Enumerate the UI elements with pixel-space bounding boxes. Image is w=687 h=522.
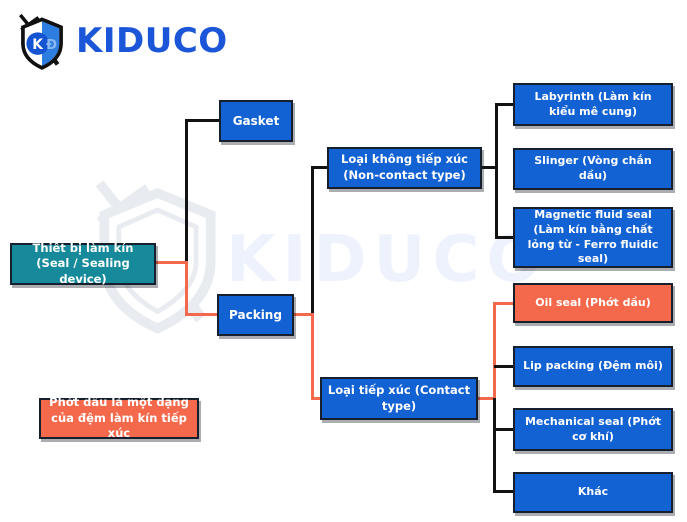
connector-other-stub: [493, 490, 513, 493]
connector-noncontact-trunk: [495, 103, 498, 239]
svg-text:K: K: [32, 37, 44, 53]
node-oil-seal: Oil seal (Phớt dầu): [513, 283, 673, 323]
node-contact-type: Loại tiếp xúc (Contact type): [320, 377, 478, 420]
node-lip-packing: Lip packing (Đệm môi): [513, 346, 673, 387]
node-root: Thiết bị làm kín (Seal / Sealing device): [10, 241, 156, 286]
brand-wordmark: KIDUCO: [76, 21, 228, 61]
connector-labyrinth-stub: [495, 103, 513, 106]
connector-noncontact-out: [482, 166, 498, 169]
connector-packing-trunk: [294, 313, 314, 316]
connector-packing-stub: [185, 313, 217, 316]
connector-contact-trunk-up: [493, 302, 496, 400]
connector-noncontact-stub: [311, 166, 327, 169]
node-other: Khác: [513, 472, 673, 513]
connector-oilseal-stub: [493, 302, 513, 305]
kiduco-shield-icon: K Đ: [18, 13, 63, 70]
node-noncontact-type: Loại không tiếp xúc (Non-contact type): [327, 147, 482, 189]
connector-gasket-stub: [185, 119, 219, 122]
connector-trunk-down-contact: [311, 313, 314, 400]
node-packing: Packing: [217, 294, 294, 336]
connector-lippacking-stub: [494, 365, 513, 368]
node-mechanical-seal: Mechanical seal (Phớt cơ khí): [513, 408, 673, 451]
node-slinger: Slinger (Vòng chắn dầu): [513, 148, 673, 190]
node-magnetic-fluid-seal: Magnetic fluid seal (Làm kín bằng chất l…: [513, 207, 673, 268]
note-box: Phớt dầu là một dạng của đệm làm kín tiế…: [39, 395, 199, 440]
connector-trunk-up-gasket: [185, 119, 188, 265]
svg-text:Đ: Đ: [46, 38, 57, 53]
kiduco-logo: K Đ KIDUCO: [16, 10, 228, 72]
connector-trunk-down-packing: [185, 261, 188, 316]
watermark-text: KIDUCO: [226, 223, 548, 297]
connector-root-trunk: [156, 261, 188, 264]
connector-contact-out: [478, 397, 496, 400]
node-labyrinth: Labyrinth (Làm kín kiểu mê cung): [513, 83, 673, 126]
connector-trunk-up-noncontact: [311, 166, 314, 314]
connector-magnetic-stub: [495, 236, 513, 239]
connector-mechanical-stub: [493, 428, 513, 431]
connector-contact-trunk-down: [493, 398, 496, 493]
connector-contact-stub: [311, 397, 320, 400]
node-gasket: Gasket: [219, 100, 293, 142]
